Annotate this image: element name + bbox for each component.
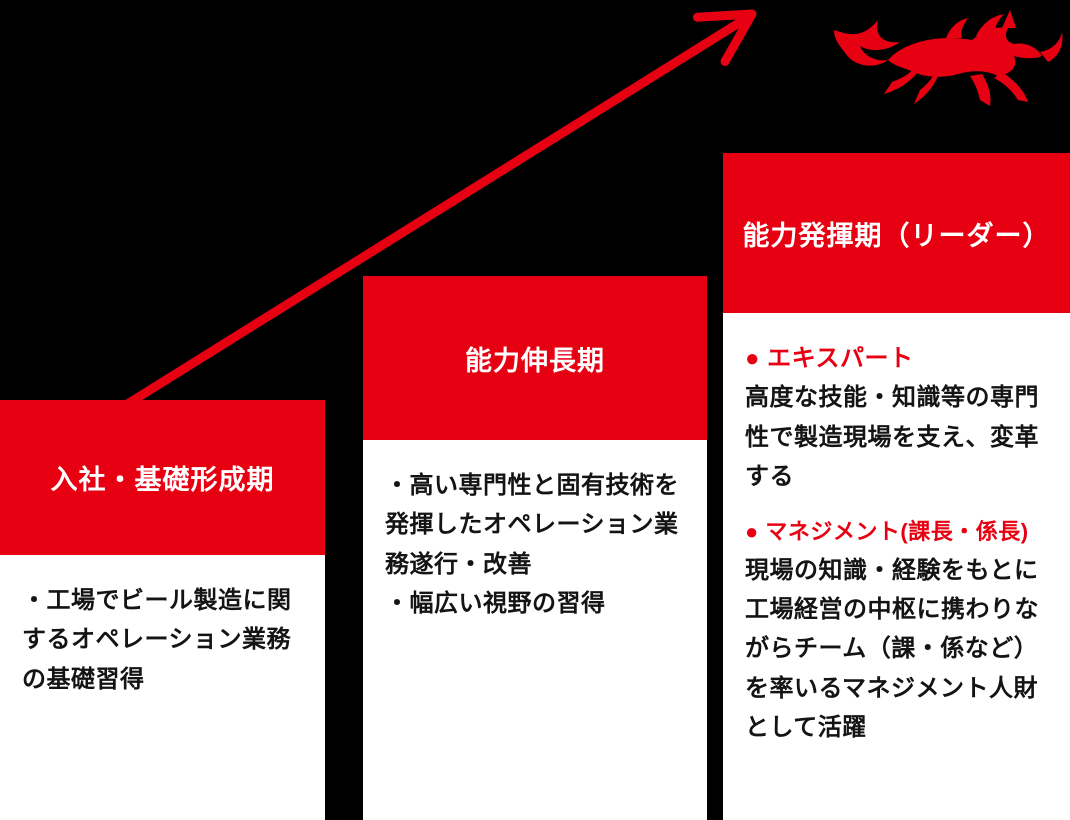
management-label: ● マネジメント(課長・係長): [745, 519, 1029, 545]
stage-leader-title: 能力発揮期（リーダー）: [723, 153, 1070, 313]
stage-growth-body: ・高い専門性と固有技術を発揮したオペレーション業務遂行・改善 ・幅広い視野の習得: [363, 440, 707, 820]
expert-label: ● エキスパート: [745, 345, 914, 372]
stage-growth-point-1: ・高い専門性と固有技術を発揮したオペレーション業務遂行・改善: [385, 472, 679, 578]
stage-card-growth: 能力伸長期 ・高い専門性と固有技術を発揮したオペレーション業務遂行・改善 ・幅広…: [363, 276, 707, 820]
stage-card-entry-foundation: 入社・基礎形成期 ・工場でビール製造に関するオペレーション業務の基礎習得: [0, 400, 325, 820]
kirin-beast-logo-icon: [834, 10, 1063, 106]
stage-growth-point-2: ・幅広い視野の習得: [385, 590, 606, 618]
expert-text: 高度な技能・知識等の専門性で製造現場を支え、変革する: [745, 384, 1039, 491]
stage-card-leader: 能力発揮期（リーダー） ● エキスパート 高度な技能・知識等の専門性で製造現場を…: [723, 153, 1070, 820]
stage-leader-body: ● エキスパート 高度な技能・知識等の専門性で製造現場を支え、変革する ● マネ…: [723, 313, 1070, 820]
management-text: 現場の知識・経験をもとに工場経営の中枢に携わりながらチーム（課・係など）を率いる…: [745, 556, 1039, 741]
stage-entry-point: ・工場でビール製造に関するオペレーション業務の基礎習得: [22, 587, 292, 693]
stage-entry-title: 入社・基礎形成期: [0, 400, 325, 555]
stage-entry-body: ・工場でビール製造に関するオペレーション業務の基礎習得: [0, 555, 325, 820]
stage-growth-title: 能力伸長期: [363, 276, 707, 440]
